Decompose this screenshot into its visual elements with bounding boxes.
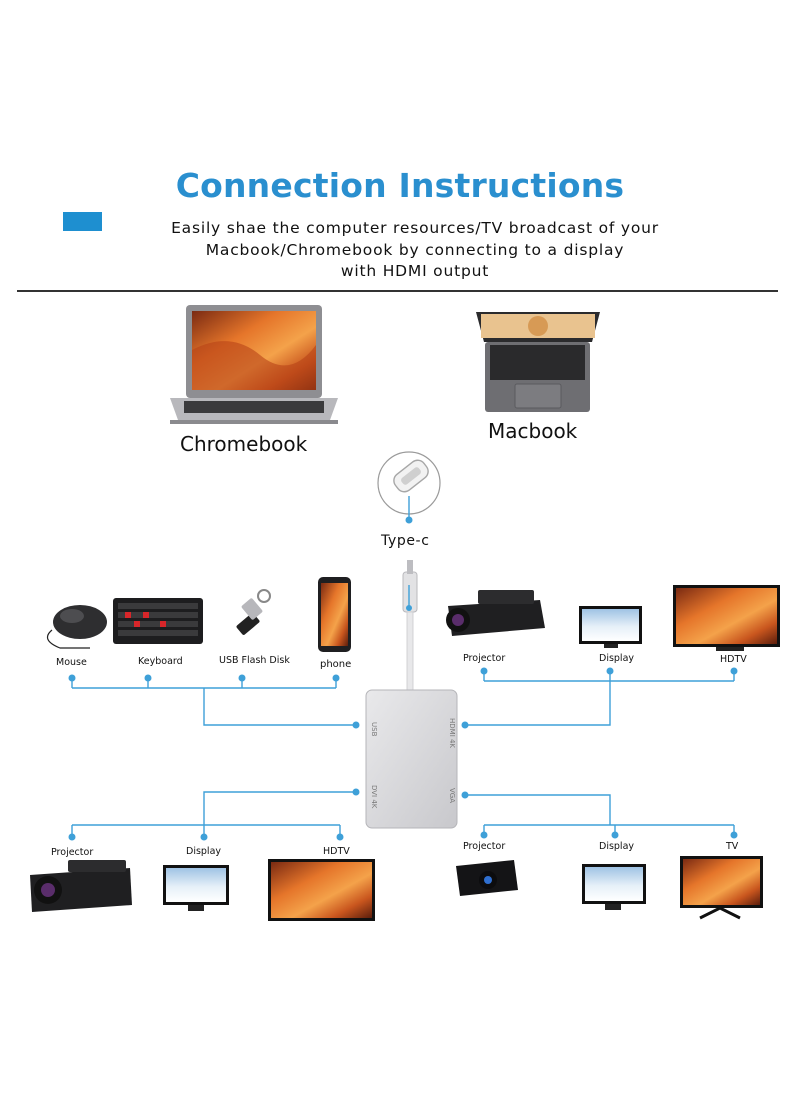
subtitle-line-2: Macbook/Chromebook by connecting to a di… — [205, 241, 625, 259]
type-c-label: Type-c — [381, 533, 430, 549]
phone-icon — [318, 577, 351, 652]
hub-adapter: USB HDMI 4K DVI 4K VGA — [365, 689, 458, 829]
dvi-label-projector: Projector — [51, 847, 94, 858]
type-c-connector-icon — [377, 451, 441, 524]
vga-label-tv: TV — [726, 841, 739, 852]
divider-line — [17, 290, 778, 292]
display-icon-hdmi — [579, 606, 642, 648]
macbook-image — [476, 312, 600, 412]
display-icon-dvi — [163, 865, 229, 911]
vga-label-display: Display — [599, 841, 635, 852]
vga-label-projector: Projector — [463, 841, 506, 852]
tv-icon — [680, 856, 763, 920]
device-label-keyboard: Keyboard — [138, 656, 183, 667]
device-label-phone: phone — [320, 659, 352, 670]
mouse-icon — [46, 605, 107, 649]
usb-flash-disk-icon — [236, 589, 271, 635]
dvi-connection-lines — [68, 788, 360, 841]
dvi-label-hdtv: HDTV — [323, 846, 350, 857]
hdtv-icon-dvi — [268, 859, 375, 921]
usb-port-label: USB — [370, 722, 378, 737]
hdtv-icon — [673, 585, 780, 651]
hdmi-label-display: Display — [599, 653, 635, 664]
keyboard-icon — [113, 598, 203, 644]
usb-c-cable — [402, 560, 418, 693]
hdmi-label-hdtv: HDTV — [720, 654, 747, 665]
vga-port-label: VGA — [448, 788, 456, 803]
subtitle-line-3: with HDMI output — [340, 262, 490, 280]
page-title: Connection Instructions — [175, 166, 625, 205]
projector-icon-vga — [456, 860, 518, 896]
usb-connection-lines — [68, 674, 360, 729]
subtitle-line-1: Easily shae the computer resources/TV br… — [171, 219, 659, 237]
projector-icon-dvi — [30, 860, 132, 912]
device-label-usb-flash-disk: USB Flash Disk — [219, 655, 290, 666]
display-icon-vga — [582, 864, 646, 910]
accent-bar — [63, 212, 102, 231]
dvi-port-label: DVI 4K — [370, 785, 378, 809]
projector-icon-hdmi — [446, 590, 545, 636]
hdmi-port-label: HDMI 4K — [448, 718, 456, 748]
device-label-mouse: Mouse — [56, 657, 87, 668]
hdmi-label-projector: Projector — [463, 653, 506, 664]
vga-connection-lines — [461, 791, 738, 839]
hdmi-connection-lines — [461, 667, 738, 729]
macbook-label: Macbook — [488, 419, 578, 443]
dvi-label-display: Display — [186, 846, 222, 857]
chromebook-label: Chromebook — [180, 432, 308, 456]
chromebook-image — [170, 305, 338, 424]
